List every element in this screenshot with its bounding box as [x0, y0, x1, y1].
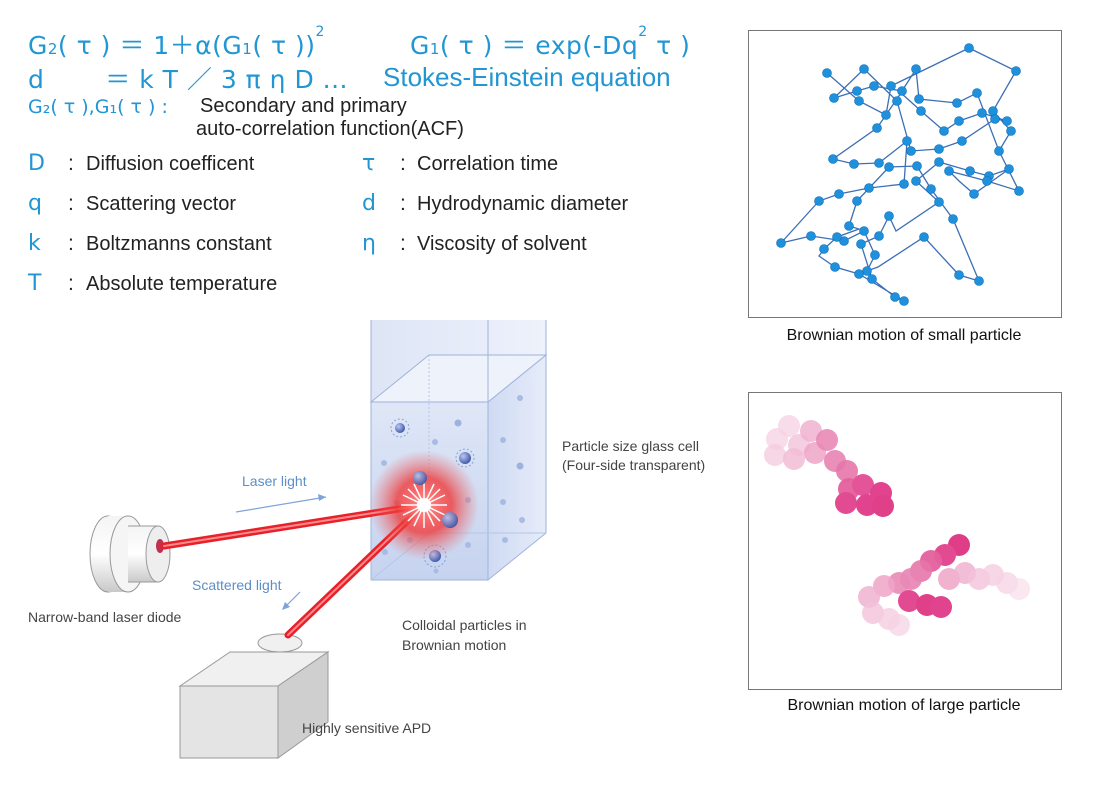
- legend-text-boltzmann: Boltzmanns constant: [86, 233, 272, 255]
- large-particle-plot: [748, 392, 1062, 690]
- acf-line-1: Secondary and primary: [200, 95, 407, 117]
- legend-text-correlation-time: Correlation time: [417, 153, 559, 175]
- colon: :: [400, 232, 406, 255]
- legend-text-temperature: Absolute temperature: [86, 273, 278, 295]
- legend-text-scattering-vector: Scattering vector: [86, 193, 237, 215]
- colon: :: [400, 152, 406, 175]
- legend-text-hydrodynamic: Hydrodynamic diameter: [417, 193, 629, 215]
- acf-line-2: auto-correlation function(ACF): [196, 118, 464, 140]
- colloid-label-2: Brownian motion: [402, 637, 507, 653]
- scattered-light-label: Scattered light: [192, 577, 282, 593]
- colon: :: [68, 152, 74, 175]
- colon: :: [68, 232, 74, 255]
- large-particle-path: [764, 415, 1030, 636]
- equation-d: d ＝ k T ／ 3 π η D ...: [28, 65, 348, 94]
- large-particle-caption: Brownian motion of large particle: [787, 697, 1021, 714]
- large-particle-cluster-2: [858, 534, 1030, 636]
- colon: :: [68, 272, 74, 295]
- acf-symbols: G₂( τ ),G₁( τ ) :: [28, 96, 168, 118]
- apd-label: Highly sensitive APD: [302, 720, 432, 736]
- apd-detector: [178, 633, 330, 759]
- symbol-q: q: [28, 191, 42, 216]
- small-particle-path: [776, 43, 1024, 306]
- glass-cell-label-1: Particle size glass cell: [562, 438, 699, 454]
- laser-light-arrow: [235, 494, 327, 513]
- equation-g1: G1( τ ) ＝ exp(-Dq2 τ ): [410, 24, 691, 60]
- symbol-d: d: [362, 191, 376, 216]
- stokes-einstein-label: Stokes-Einstein equation: [383, 62, 671, 92]
- symbol-T: T: [28, 271, 42, 296]
- glass-cell-label-2: (Four-side transparent): [562, 457, 706, 473]
- scatter-glow: [369, 450, 479, 560]
- equation-g2: G2( τ ) ＝ 1＋α(G1( τ ))2: [28, 24, 325, 60]
- symbol-D: D: [28, 151, 45, 176]
- scattered-light-arrow: [282, 591, 301, 610]
- symbol-tau: τ: [362, 151, 376, 176]
- colon: :: [400, 192, 406, 215]
- small-particle-plot: [748, 30, 1062, 318]
- large-particle-cluster-1: [764, 415, 894, 517]
- legend-text-diffusion: Diffusion coefficent: [86, 153, 255, 175]
- laser-light-label: Laser light: [242, 473, 307, 489]
- symbol-eta: η: [362, 231, 376, 256]
- legend-text-viscosity: Viscosity of solvent: [417, 233, 587, 255]
- laser-diode: [89, 515, 171, 593]
- laser-diode-label: Narrow-band laser diode: [28, 609, 182, 625]
- colon: :: [68, 192, 74, 215]
- colloid-label-1: Colloidal particles in: [402, 617, 527, 633]
- small-particle-caption: Brownian motion of small particle: [786, 327, 1022, 344]
- symbol-k: k: [28, 231, 41, 256]
